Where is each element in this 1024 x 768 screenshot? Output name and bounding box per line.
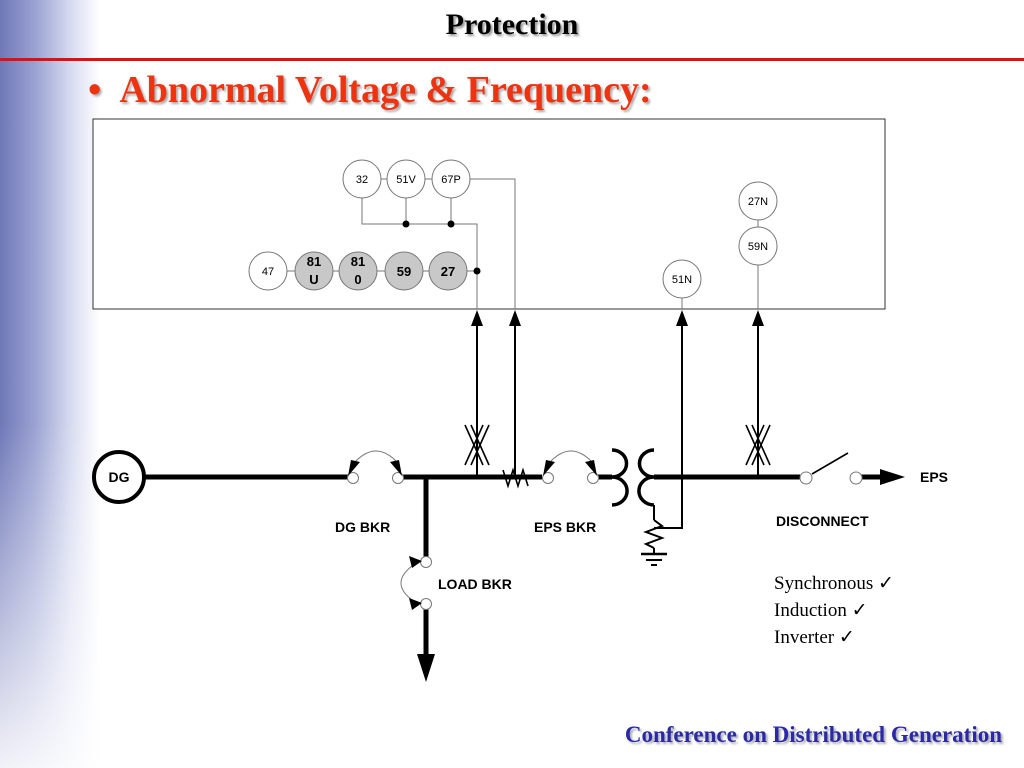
disconnect-switch[interactable] — [799, 452, 863, 485]
relay-27[interactable]: 27 — [428, 251, 468, 291]
relay-label: 27 — [441, 264, 455, 279]
breaker-arrow-icon — [390, 460, 402, 476]
relay-59n[interactable]: 59N — [738, 226, 778, 266]
wiring-junction-dots — [402, 220, 481, 275]
junction-dot — [402, 220, 410, 228]
relay-51n[interactable]: 51N — [662, 259, 702, 299]
generator-type-item: Inverter ✓ — [774, 627, 855, 648]
relay-label: 0 — [354, 272, 361, 287]
generator-label: DG — [109, 469, 130, 485]
breaker-arrow-icon — [409, 598, 422, 610]
relay-label: 81 — [351, 254, 365, 269]
eps-breaker-label: EPS BKR — [534, 519, 596, 535]
load-breaker-label: LOAD BKR — [438, 576, 512, 592]
relay-51v[interactable]: 51V — [386, 159, 426, 199]
signal-lines — [476, 324, 759, 529]
relay-67p[interactable]: 67P — [431, 159, 471, 199]
checkmark-icon: ✓ — [851, 600, 868, 621]
eps-breaker[interactable] — [542, 450, 599, 484]
footer-conference-name: Conference on Distributed Generation — [624, 722, 1002, 747]
background-lightning-strip — [0, 0, 100, 768]
arrow-up-icon — [471, 310, 483, 326]
relay-label: 67P — [441, 174, 461, 186]
relay-59[interactable]: 59 — [384, 251, 424, 291]
dg-breaker[interactable] — [347, 450, 404, 484]
checkmark-icon: ✓ — [877, 573, 894, 594]
arrow-up-icon — [676, 310, 688, 326]
bullet-heading: • Abnormal Voltage & Frequency: — [88, 68, 652, 112]
potential-transformer-icon — [464, 424, 490, 466]
dg-breaker-label: DG BKR — [335, 519, 390, 535]
generator-type-list: Synchronous ✓ Induction ✓ Inverter ✓ — [774, 570, 894, 651]
relay-32[interactable]: 32 — [342, 159, 382, 199]
ground-icon — [641, 552, 667, 566]
grounding-resistor-icon — [643, 505, 665, 553]
relay-label: 59N — [748, 241, 768, 253]
transformer-icon — [611, 448, 655, 507]
relay-47[interactable]: 47 — [248, 251, 288, 291]
relay-27n[interactable]: 27N — [738, 181, 778, 221]
potential-transformer-icon — [745, 424, 771, 466]
bullet-icon: • — [88, 69, 102, 111]
relay-label: 32 — [356, 174, 368, 186]
relay-label: 27N — [748, 196, 768, 208]
breaker-arrow-icon — [585, 460, 597, 476]
eps-arrow-icon — [880, 469, 905, 485]
generator-type-item: Induction ✓ — [774, 600, 868, 621]
load-breaker[interactable] — [400, 556, 432, 610]
relay-wiring — [287, 178, 759, 309]
generator-type-item: Synchronous ✓ — [774, 573, 894, 594]
junction-dot — [447, 220, 455, 228]
breaker-arrow-icon — [543, 460, 555, 476]
arrow-up-icon — [752, 310, 764, 326]
relay-81u[interactable]: 81 U — [294, 251, 334, 291]
disconnect-label: DISCONNECT — [776, 513, 869, 529]
generator-dg[interactable]: DG — [92, 450, 146, 504]
relay-label: 51N — [672, 274, 692, 286]
breaker-arrow-icon — [348, 460, 360, 476]
load-arrow-icon — [417, 654, 435, 682]
bullet-heading-text: Abnormal Voltage & Frequency: — [119, 69, 652, 111]
arrow-up-icon — [509, 310, 521, 326]
slide-title: Protection — [445, 8, 579, 41]
relay-label: U — [309, 272, 318, 287]
main-bus — [143, 474, 885, 655]
breaker-arrow-icon — [409, 556, 422, 568]
signal-arrowheads — [471, 310, 764, 326]
title-divider — [0, 58, 1024, 61]
eps-label: EPS — [920, 469, 948, 485]
relay-label: 59 — [397, 264, 411, 279]
relay-81o[interactable]: 81 0 — [338, 251, 378, 291]
relay-label: 81 — [307, 254, 321, 269]
relay-label: 47 — [262, 266, 274, 278]
relay-label: 51V — [396, 174, 416, 186]
checkmark-icon: ✓ — [838, 627, 855, 648]
junction-dot — [473, 267, 481, 275]
